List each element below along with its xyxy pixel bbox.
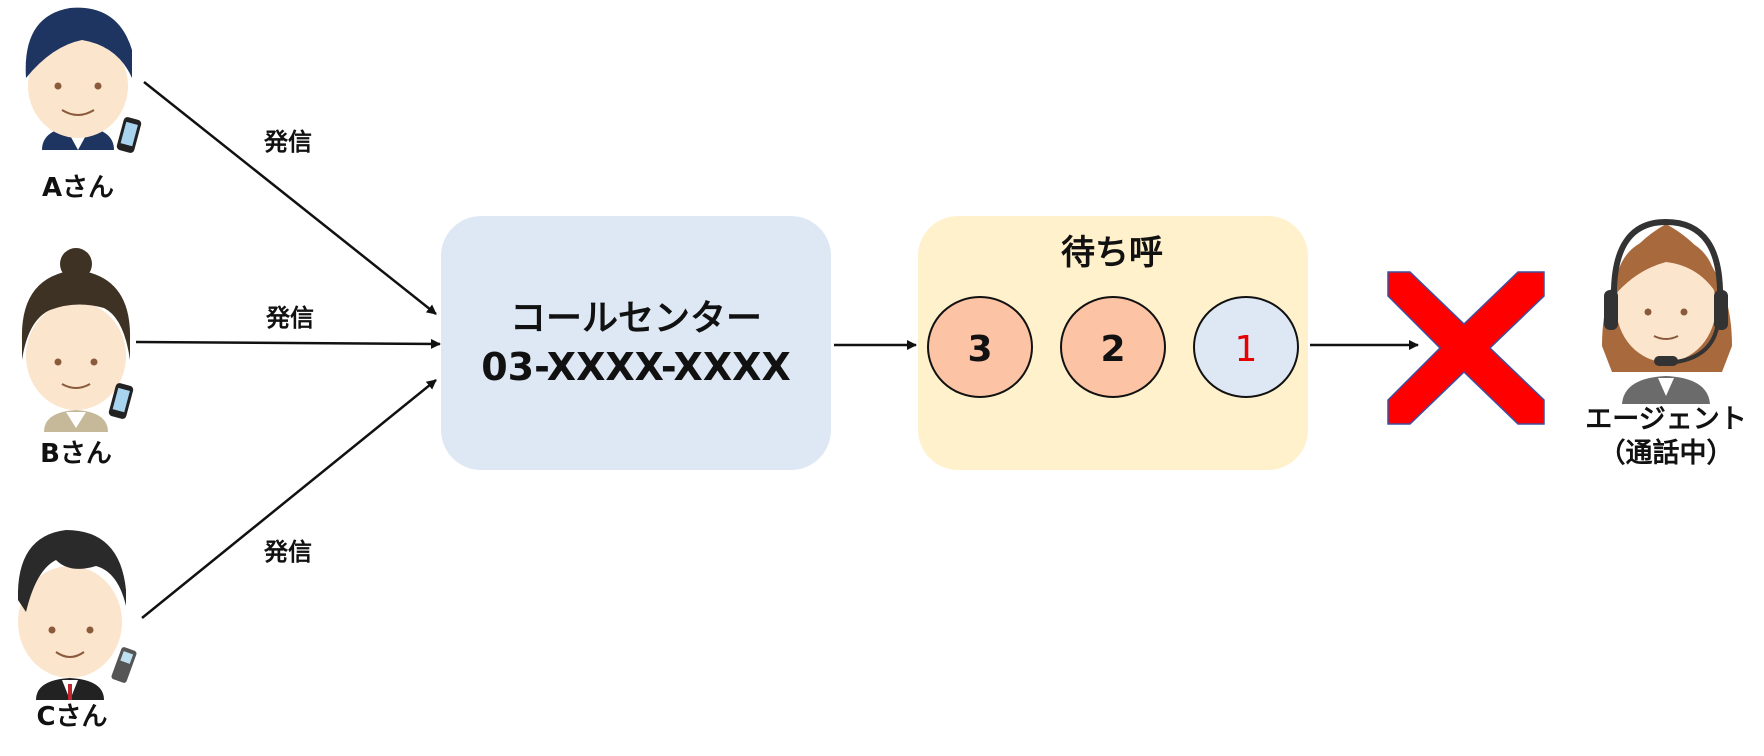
queued-call-number: 3 (967, 329, 992, 370)
caller-name: Aさん (42, 173, 114, 203)
agent-name: エージェント (1585, 404, 1746, 435)
call-arrow-a (143, 81, 437, 315)
red-x-icon (1387, 271, 1545, 425)
queued-call-1: 1 (1193, 296, 1299, 398)
agent: エージェント （通話中） (1585, 218, 1747, 469)
call-arrow-c (141, 379, 437, 619)
queue-title: 待ち呼 (1061, 233, 1163, 273)
queued-call-circle (1060, 296, 1166, 398)
caller-name: Bさん (40, 439, 112, 469)
call-center-number: 03-XXXX-XXXX (481, 345, 791, 389)
call-center-title: コールセンター (510, 298, 762, 339)
queued-call-number: 2 (1100, 329, 1125, 370)
call-center-background (441, 216, 831, 470)
caller-c: Cさん (17, 530, 137, 732)
call-center-box: コールセンター 03-XXXX-XXXX (441, 216, 831, 470)
queued-call-3: 3 (927, 296, 1033, 398)
agent-status: （通話中） (1599, 437, 1734, 469)
agent-headset-icon (1602, 218, 1732, 404)
caller-a: Aさん (25, 0, 142, 203)
caller-b: Bさん (21, 248, 134, 469)
arrow-label: 発信 (263, 128, 312, 156)
arrow-label: 発信 (263, 538, 312, 566)
queued-call-circle (1193, 296, 1299, 398)
queued-call-2: 2 (1060, 296, 1166, 398)
caller-name: Cさん (36, 702, 107, 732)
businessman-with-phone-icon (25, 0, 142, 153)
man-with-phone-icon (17, 530, 137, 700)
woman-with-phone-icon (21, 248, 134, 432)
arrow-label: 発信 (265, 304, 314, 332)
queued-call-circle (927, 296, 1033, 398)
call-arrow-b (135, 338, 441, 349)
queued-call-number: 1 (1235, 329, 1258, 370)
waiting-queue-box: 待ち呼 3 2 1 (918, 216, 1308, 470)
